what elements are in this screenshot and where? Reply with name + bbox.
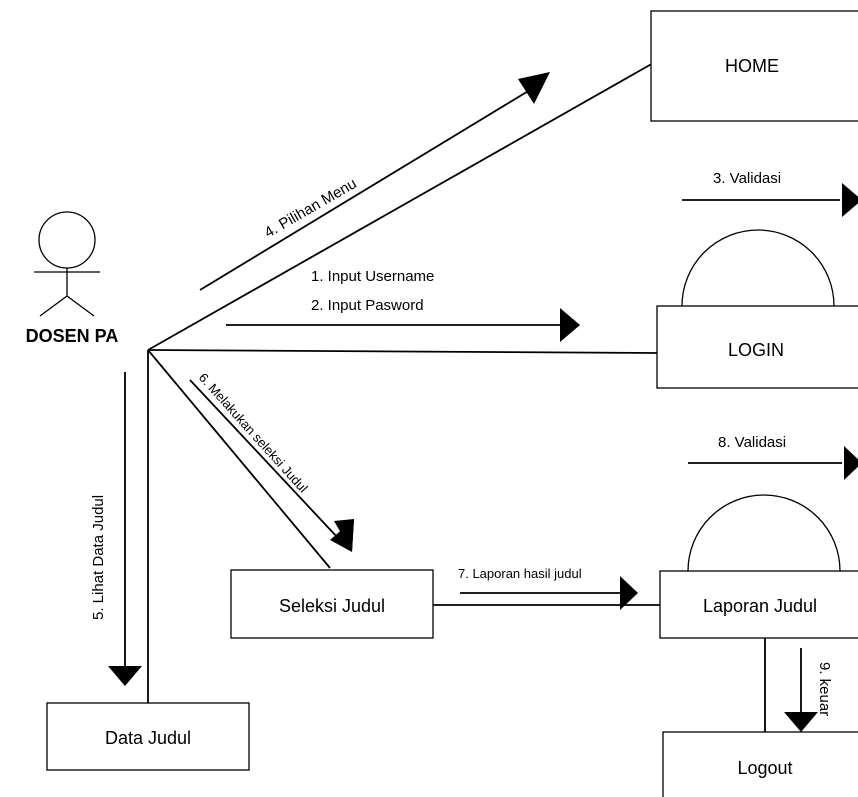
- actor-head: [38, 211, 96, 269]
- object-laporan-judul: Laporan Judul: [659, 494, 858, 639]
- message-label-3: 3. Validasi: [713, 170, 781, 187]
- object-laporan-label: Laporan Judul: [703, 596, 817, 616]
- arrowhead-8: [844, 446, 858, 480]
- message-label-4: 4. Pilihan Menu: [262, 175, 360, 241]
- message-arrow-4: [199, 72, 550, 291]
- message-label-1: 1. Input Username: [311, 268, 434, 285]
- link-actor-home: [147, 61, 656, 351]
- link-actor-login: [147, 349, 658, 354]
- message-arrow-3: [682, 183, 858, 217]
- object-logout: Logout: [662, 731, 858, 797]
- object-login-label: LOGIN: [728, 340, 784, 360]
- link-actor-seleksi: [147, 349, 331, 569]
- message-label-7: 7. Laporan hasil judul: [458, 566, 582, 581]
- arrowhead-5: [108, 666, 142, 686]
- laporan-dome: [687, 494, 841, 572]
- actor-dosen-pa: DOSEN PA: [26, 211, 119, 346]
- message-arrow-7: [460, 576, 638, 610]
- arrowhead-4: [518, 72, 550, 104]
- object-home-label: HOME: [725, 56, 779, 76]
- message-arrow-9: [784, 648, 818, 732]
- message-arrow-5: [108, 372, 142, 686]
- actor-right-leg: [66, 295, 95, 317]
- actor-name: DOSEN PA: [26, 326, 119, 346]
- message-arrow-8: [688, 446, 858, 480]
- object-login: LOGIN: [656, 229, 858, 389]
- message-label-9: 9. keuar: [816, 662, 833, 716]
- message-label-5: 5. Lihat Data Judul: [90, 495, 107, 620]
- object-seleksi-judul: Seleksi Judul: [230, 569, 434, 639]
- arrowhead-3: [842, 183, 858, 217]
- object-seleksi-label: Seleksi Judul: [279, 596, 385, 616]
- message-label-2: 2. Input Pasword: [311, 297, 424, 314]
- message-label-8: 8. Validasi: [718, 434, 786, 451]
- object-home: HOME: [650, 10, 858, 122]
- actor-left-leg: [39, 295, 68, 317]
- message-arrow-6: [189, 379, 354, 552]
- arrowhead-7: [620, 576, 638, 610]
- object-data-judul-label: Data Judul: [105, 728, 191, 748]
- arrowhead-1-2: [560, 308, 580, 342]
- login-dome: [681, 229, 835, 307]
- message-arrow-1-2: [226, 308, 580, 342]
- arrowhead-9: [784, 712, 818, 732]
- object-data-judul: Data Judul: [46, 702, 250, 771]
- object-logout-label: Logout: [737, 758, 792, 778]
